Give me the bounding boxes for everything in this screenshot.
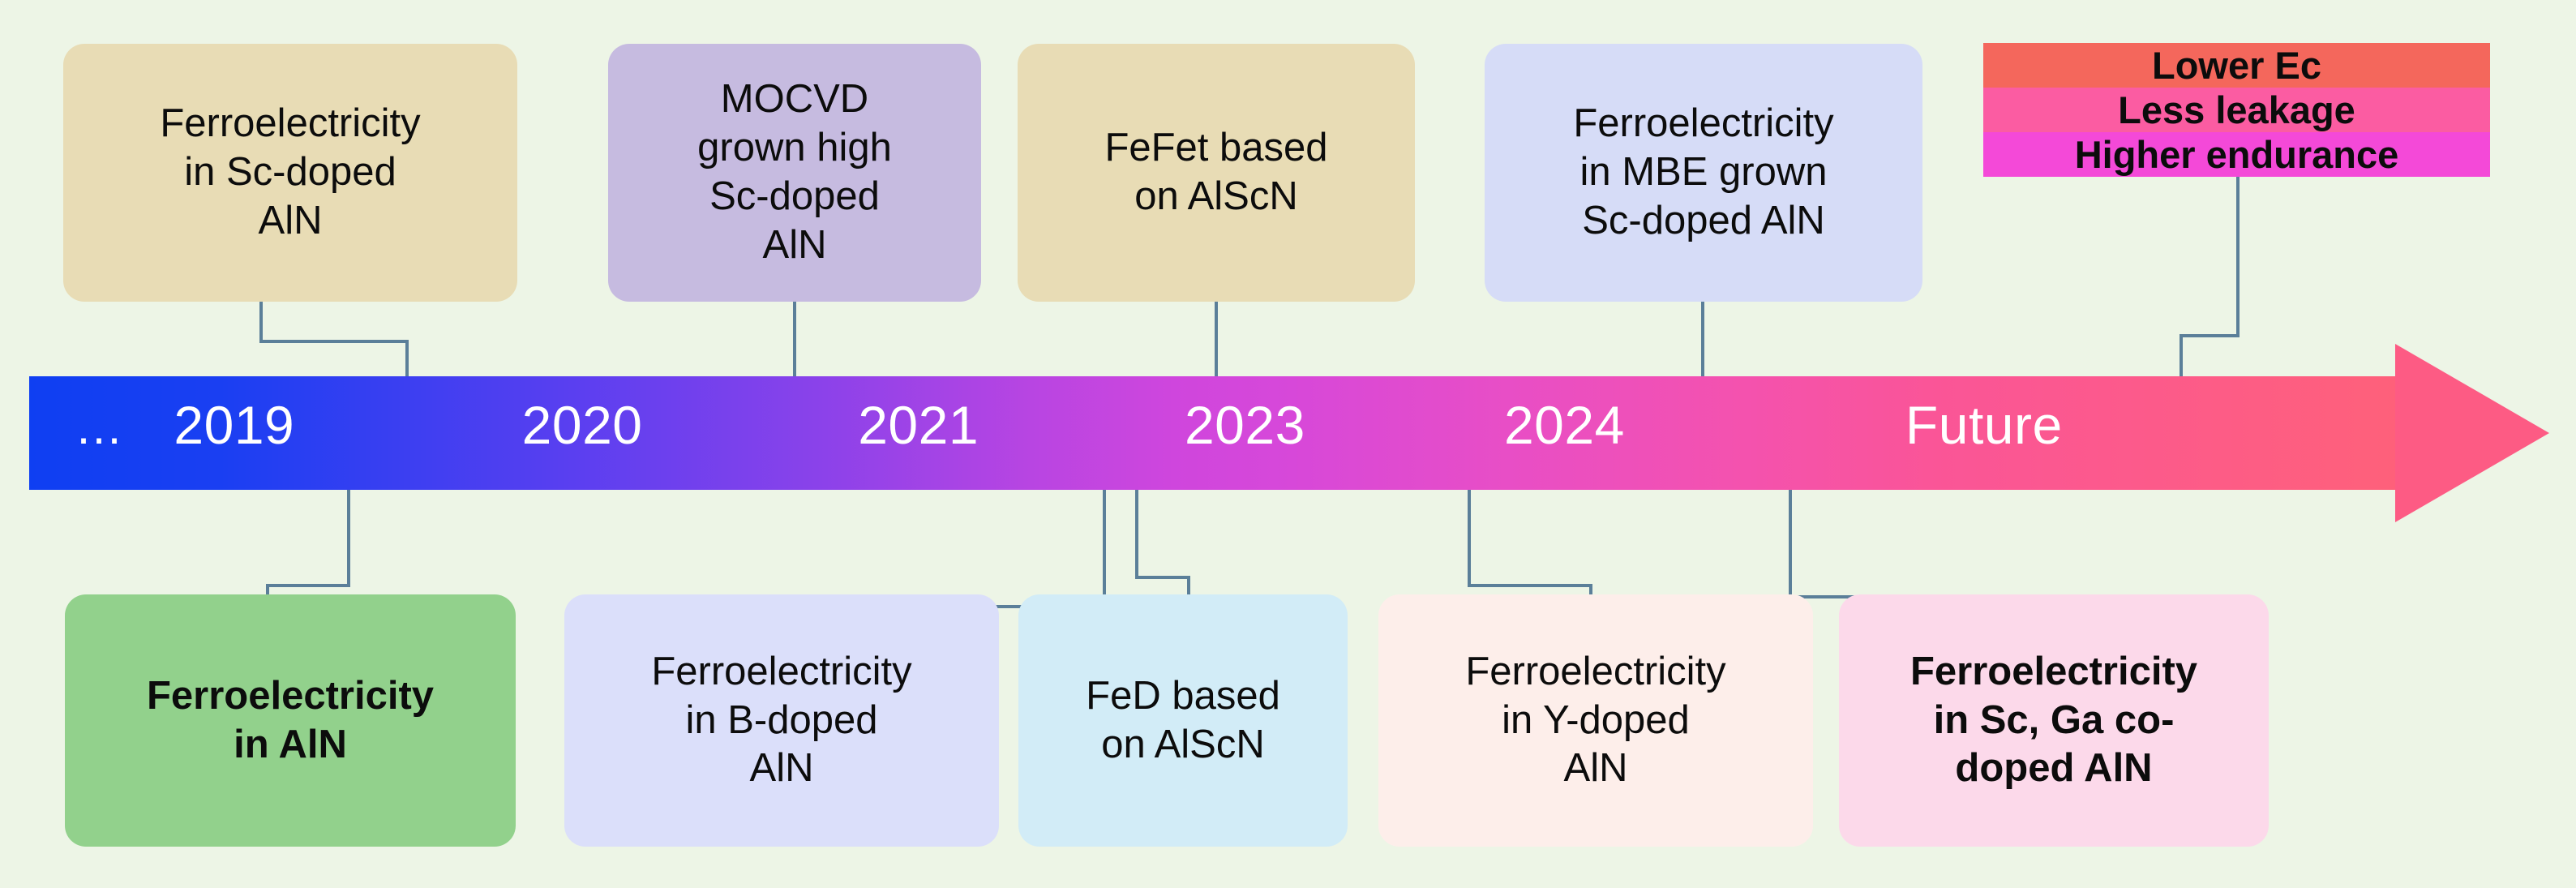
card-ferroelectricity-sc-ga-codoped-aln-label: Ferroelectricity in Sc, Ga co- doped AlN (1909, 649, 2198, 791)
future-row-lower-ec-label: Lower Ec (2152, 44, 2321, 87)
card-ferroelectricity-sc-doped-aln: Ferroelectricity in Sc-doped AlN (63, 44, 517, 302)
timeline-year-2023: 2023 (1184, 395, 1305, 455)
timeline-year-2019: 2019 (174, 395, 295, 455)
future-row-higher-endurance: Higher endurance (1983, 132, 2490, 177)
timeline-year-2024: 2024 (1503, 395, 1625, 455)
timeline-year-2020: 2020 (521, 395, 643, 455)
timeline-ellipsis: … (75, 400, 126, 454)
timeline-year-2021: 2021 (858, 395, 979, 455)
card-fed-based-on-alscn: FeD based on AlScN (1018, 594, 1348, 847)
future-row-higher-endurance-label: Higher endurance (2074, 133, 2399, 176)
card-ferroelectricity-b-doped-aln-label: Ferroelectricity in B-doped AlN (651, 649, 912, 791)
card-fefet-based-on-alscn: FeFet based on AlScN (1018, 44, 1415, 302)
card-ferroelectricity-sc-doped-aln-label: Ferroelectricity in Sc-doped AlN (160, 101, 421, 242)
card-fed-based-on-alscn-label: FeD based on AlScN (1086, 673, 1280, 766)
card-ferroelectricity-y-doped-aln-label: Ferroelectricity in Y-doped AlN (1465, 649, 1726, 791)
card-ferroelectricity-in-aln-label: Ferroelectricity in AlN (146, 673, 435, 766)
timeline-arrowhead-icon (2395, 344, 2549, 522)
card-mocvd-grown-high-sc-doped-aln: MOCVD grown high Sc-doped AlN (608, 44, 981, 302)
connector-sc-doped-aln-to-2019 (259, 302, 409, 383)
card-mocvd-grown-high-sc-doped-aln-label: MOCVD grown high Sc-doped AlN (697, 77, 892, 267)
timeline-year-future: Future (1905, 395, 2063, 455)
connector-future-stack-to-future (2180, 151, 2240, 383)
timeline-bar (29, 376, 2413, 490)
card-ferroelectricity-sc-ga-codoped-aln: Ferroelectricity in Sc, Ga co- doped AlN (1839, 594, 2269, 847)
card-ferroelectricity-mbe-grown-sc-doped-aln-label: Ferroelectricity in MBE grown Sc-doped A… (1573, 101, 1834, 242)
future-row-lower-ec: Lower Ec (1983, 43, 2490, 88)
card-ferroelectricity-mbe-grown-sc-doped-aln: Ferroelectricity in MBE grown Sc-doped A… (1485, 44, 1922, 302)
card-ferroelectricity-b-doped-aln: Ferroelectricity in B-doped AlN (564, 594, 999, 847)
future-row-less-leakage-label: Less leakage (2118, 88, 2355, 131)
future-row-less-leakage: Less leakage (1983, 88, 2490, 132)
card-ferroelectricity-in-aln: Ferroelectricity in AlN (65, 594, 516, 847)
card-fefet-based-on-alscn-label: FeFet based on AlScN (1104, 126, 1328, 218)
timeline-arrow: 2019 2020 2021 2023 2024 Future … (29, 344, 2549, 522)
card-ferroelectricity-y-doped-aln: Ferroelectricity in Y-doped AlN (1378, 594, 1813, 847)
